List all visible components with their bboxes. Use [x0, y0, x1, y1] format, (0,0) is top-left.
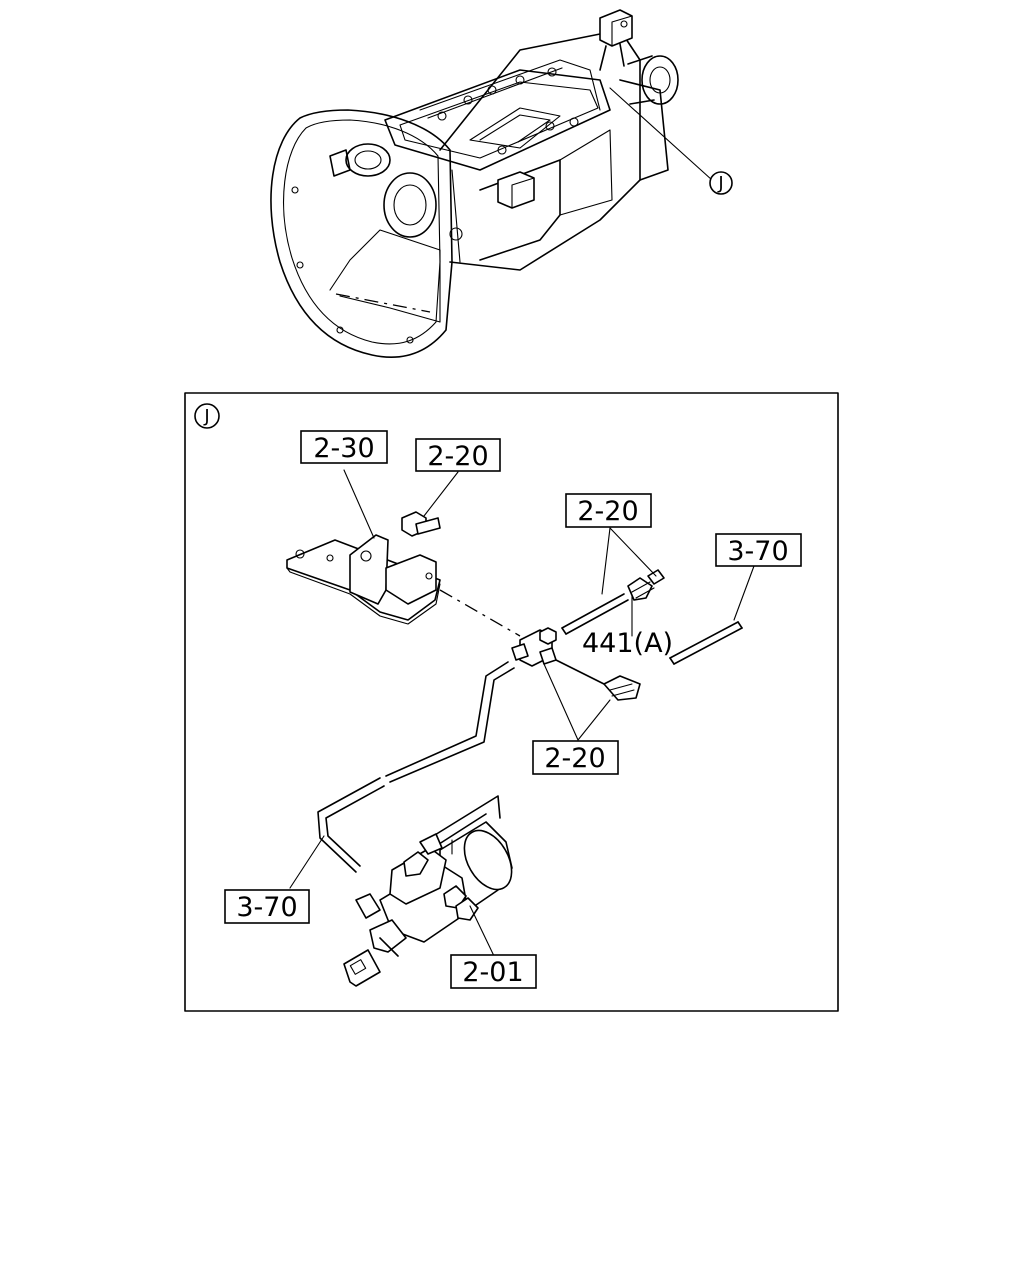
bracket-part	[286, 534, 441, 625]
label-pipe-left-text: 3-70	[236, 892, 297, 923]
detail-j-marker: J	[194, 403, 220, 429]
label-bracket-text: 2-30	[313, 433, 374, 464]
label-bolt-text: 2-20	[427, 441, 488, 472]
detail-j-frame	[184, 392, 839, 1012]
detail-j-marker-label: J	[203, 406, 209, 427]
label-pipe-right: 3-70	[715, 533, 802, 567]
bolt-part	[401, 511, 441, 537]
label-fittings-upper: 2-20	[565, 493, 652, 528]
detail-j-callout: J	[709, 171, 733, 195]
label-pipe-right-text: 3-70	[727, 536, 788, 567]
elbow-fitting	[555, 659, 641, 701]
label-cylinder: 2-01	[450, 954, 537, 989]
tee-fitting	[511, 627, 557, 667]
upper-pipe	[561, 593, 629, 635]
label-pipe-left: 3-70	[224, 889, 310, 924]
transmission-overview	[270, 9, 713, 358]
label-sensor-text: 441(A)	[582, 628, 673, 659]
label-fittings-upper-text: 2-20	[577, 496, 638, 527]
booster-cylinder	[343, 795, 513, 987]
sensor-fitting	[627, 569, 665, 601]
label-bracket: 2-30	[300, 430, 388, 464]
label-fittings-lower-text: 2-20	[544, 743, 605, 774]
label-bolt: 2-20	[415, 438, 501, 472]
bracket-axis-line	[439, 589, 521, 637]
main-pipe	[317, 661, 515, 873]
label-cylinder-text: 2-01	[462, 957, 523, 988]
right-pipe	[669, 621, 743, 665]
leader-lines	[289, 469, 755, 957]
detail-j-callout-label: J	[717, 173, 723, 194]
label-sensor: 441(A)	[582, 628, 673, 659]
label-fittings-lower: 2-20	[532, 740, 619, 775]
